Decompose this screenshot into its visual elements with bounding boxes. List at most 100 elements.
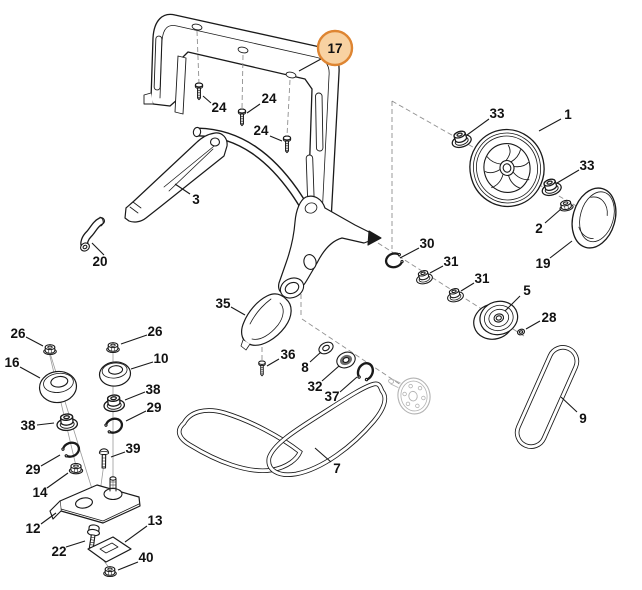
svg-text:7: 7 xyxy=(333,461,341,476)
svg-text:26: 26 xyxy=(147,324,163,339)
svg-text:5: 5 xyxy=(523,283,531,298)
svg-text:8: 8 xyxy=(301,360,309,375)
part-screw-24c xyxy=(282,135,292,154)
svg-text:24: 24 xyxy=(253,123,269,138)
callout-2[interactable]: 2 xyxy=(535,208,562,236)
part-nut-14 xyxy=(68,463,84,475)
part-belt-guard-35 xyxy=(240,293,292,351)
svg-text:31: 31 xyxy=(443,254,459,269)
callout-33b[interactable]: 33 xyxy=(556,158,595,184)
svg-text:17[interactable]: 17 xyxy=(327,41,342,56)
svg-text:1: 1 xyxy=(564,107,572,122)
part-clamp-20 xyxy=(80,216,105,252)
callout-24a[interactable]: 24 xyxy=(202,95,227,115)
part-wheel-1 xyxy=(469,128,545,208)
callout-30[interactable]: 30 xyxy=(399,236,435,259)
svg-text:24: 24 xyxy=(261,91,277,106)
svg-text:29: 29 xyxy=(146,400,161,415)
part-circlip-29b xyxy=(102,415,126,437)
svg-text:28: 28 xyxy=(541,310,557,325)
part-bushing-38b xyxy=(102,393,126,413)
svg-text:38: 38 xyxy=(145,382,161,397)
part-left-arm-3 xyxy=(124,132,228,223)
callout-17-highlighted[interactable]: 17 xyxy=(298,29,354,72)
callout-38a[interactable]: 38 xyxy=(20,418,55,433)
svg-text:33: 33 xyxy=(579,158,595,173)
callout-28[interactable]: 28 xyxy=(525,310,557,330)
callout-32[interactable]: 32 xyxy=(307,365,340,394)
callout-8[interactable]: 8 xyxy=(301,351,322,375)
part-bolt-39 xyxy=(98,448,110,469)
part-nut-2 xyxy=(558,198,575,213)
svg-text:32: 32 xyxy=(307,379,322,394)
svg-text:20: 20 xyxy=(92,254,107,269)
part-bushing-38a xyxy=(55,412,79,432)
highlight-circle[interactable] xyxy=(316,29,354,67)
callout-20[interactable]: 20 xyxy=(91,242,108,269)
callout-37[interactable]: 37 xyxy=(324,376,358,404)
part-nut-26b xyxy=(106,342,120,353)
part-buffer-10 xyxy=(98,361,132,387)
svg-text:39: 39 xyxy=(125,441,140,456)
svg-text:12: 12 xyxy=(25,521,40,536)
svg-text:37: 37 xyxy=(324,389,339,404)
callout-40[interactable]: 40 xyxy=(117,550,154,571)
svg-text:24: 24 xyxy=(211,100,227,115)
callout-1[interactable]: 1 xyxy=(538,107,572,132)
part-screw-24a xyxy=(194,82,204,101)
callout-29a[interactable]: 29 xyxy=(25,454,61,477)
svg-text:30: 30 xyxy=(419,236,434,251)
part-pulley-5 xyxy=(473,300,519,340)
callout-10[interactable]: 10 xyxy=(130,351,169,370)
callout-12[interactable]: 12 xyxy=(25,512,57,536)
svg-text:14: 14 xyxy=(32,485,48,500)
callout-26b[interactable]: 26 xyxy=(120,324,163,345)
part-belt-9 xyxy=(514,345,580,449)
callout-36[interactable]: 36 xyxy=(266,347,296,367)
svg-text:26: 26 xyxy=(10,326,26,341)
part-bushing-31b xyxy=(445,286,466,305)
callout-9[interactable]: 9 xyxy=(560,396,587,426)
callout-19[interactable]: 19 xyxy=(535,240,573,271)
callout-26a[interactable]: 26 xyxy=(10,326,44,347)
callout-14[interactable]: 14 xyxy=(32,472,69,500)
svg-text:31: 31 xyxy=(474,271,490,286)
svg-text:3: 3 xyxy=(192,192,200,207)
callout-39[interactable]: 39 xyxy=(110,441,141,458)
callout-29b[interactable]: 29 xyxy=(125,400,162,422)
svg-text:19: 19 xyxy=(535,256,550,271)
part-plate-13 xyxy=(87,536,132,563)
part-ghost-pulley xyxy=(388,377,431,415)
callout-31a[interactable]: 31 xyxy=(429,254,459,274)
part-circlip-37 xyxy=(354,359,377,384)
svg-text:38: 38 xyxy=(20,418,36,433)
svg-text:9: 9 xyxy=(579,411,587,426)
part-bolt-22 xyxy=(86,524,100,549)
callout-22[interactable]: 22 xyxy=(51,540,86,559)
callout-24b[interactable]: 24 xyxy=(246,91,277,114)
part-bearing-32 xyxy=(336,351,356,369)
svg-text:2: 2 xyxy=(535,221,543,236)
part-circlip-30 xyxy=(383,250,406,271)
callout-31b[interactable]: 31 xyxy=(460,271,490,292)
callout-24c[interactable]: 24 xyxy=(253,123,283,142)
svg-text:29: 29 xyxy=(25,462,40,477)
part-screw-36 xyxy=(258,360,266,377)
callout-5[interactable]: 5 xyxy=(504,283,531,312)
callout-13[interactable]: 13 xyxy=(124,513,163,543)
part-belt-7 xyxy=(176,381,388,477)
callout-3[interactable]: 3 xyxy=(174,183,200,207)
callout-38b[interactable]: 38 xyxy=(124,382,161,401)
svg-text:40: 40 xyxy=(138,550,153,565)
part-buffer-16 xyxy=(38,370,78,404)
svg-text:33: 33 xyxy=(489,106,505,121)
part-bearing-33a xyxy=(448,128,474,151)
callout-7[interactable]: 7 xyxy=(314,447,341,476)
callout-16[interactable]: 16 xyxy=(4,355,41,379)
callout-33a[interactable]: 33 xyxy=(466,106,505,136)
part-right-arm xyxy=(278,195,382,299)
svg-text:13: 13 xyxy=(147,513,163,528)
callout-35[interactable]: 35 xyxy=(215,296,246,316)
